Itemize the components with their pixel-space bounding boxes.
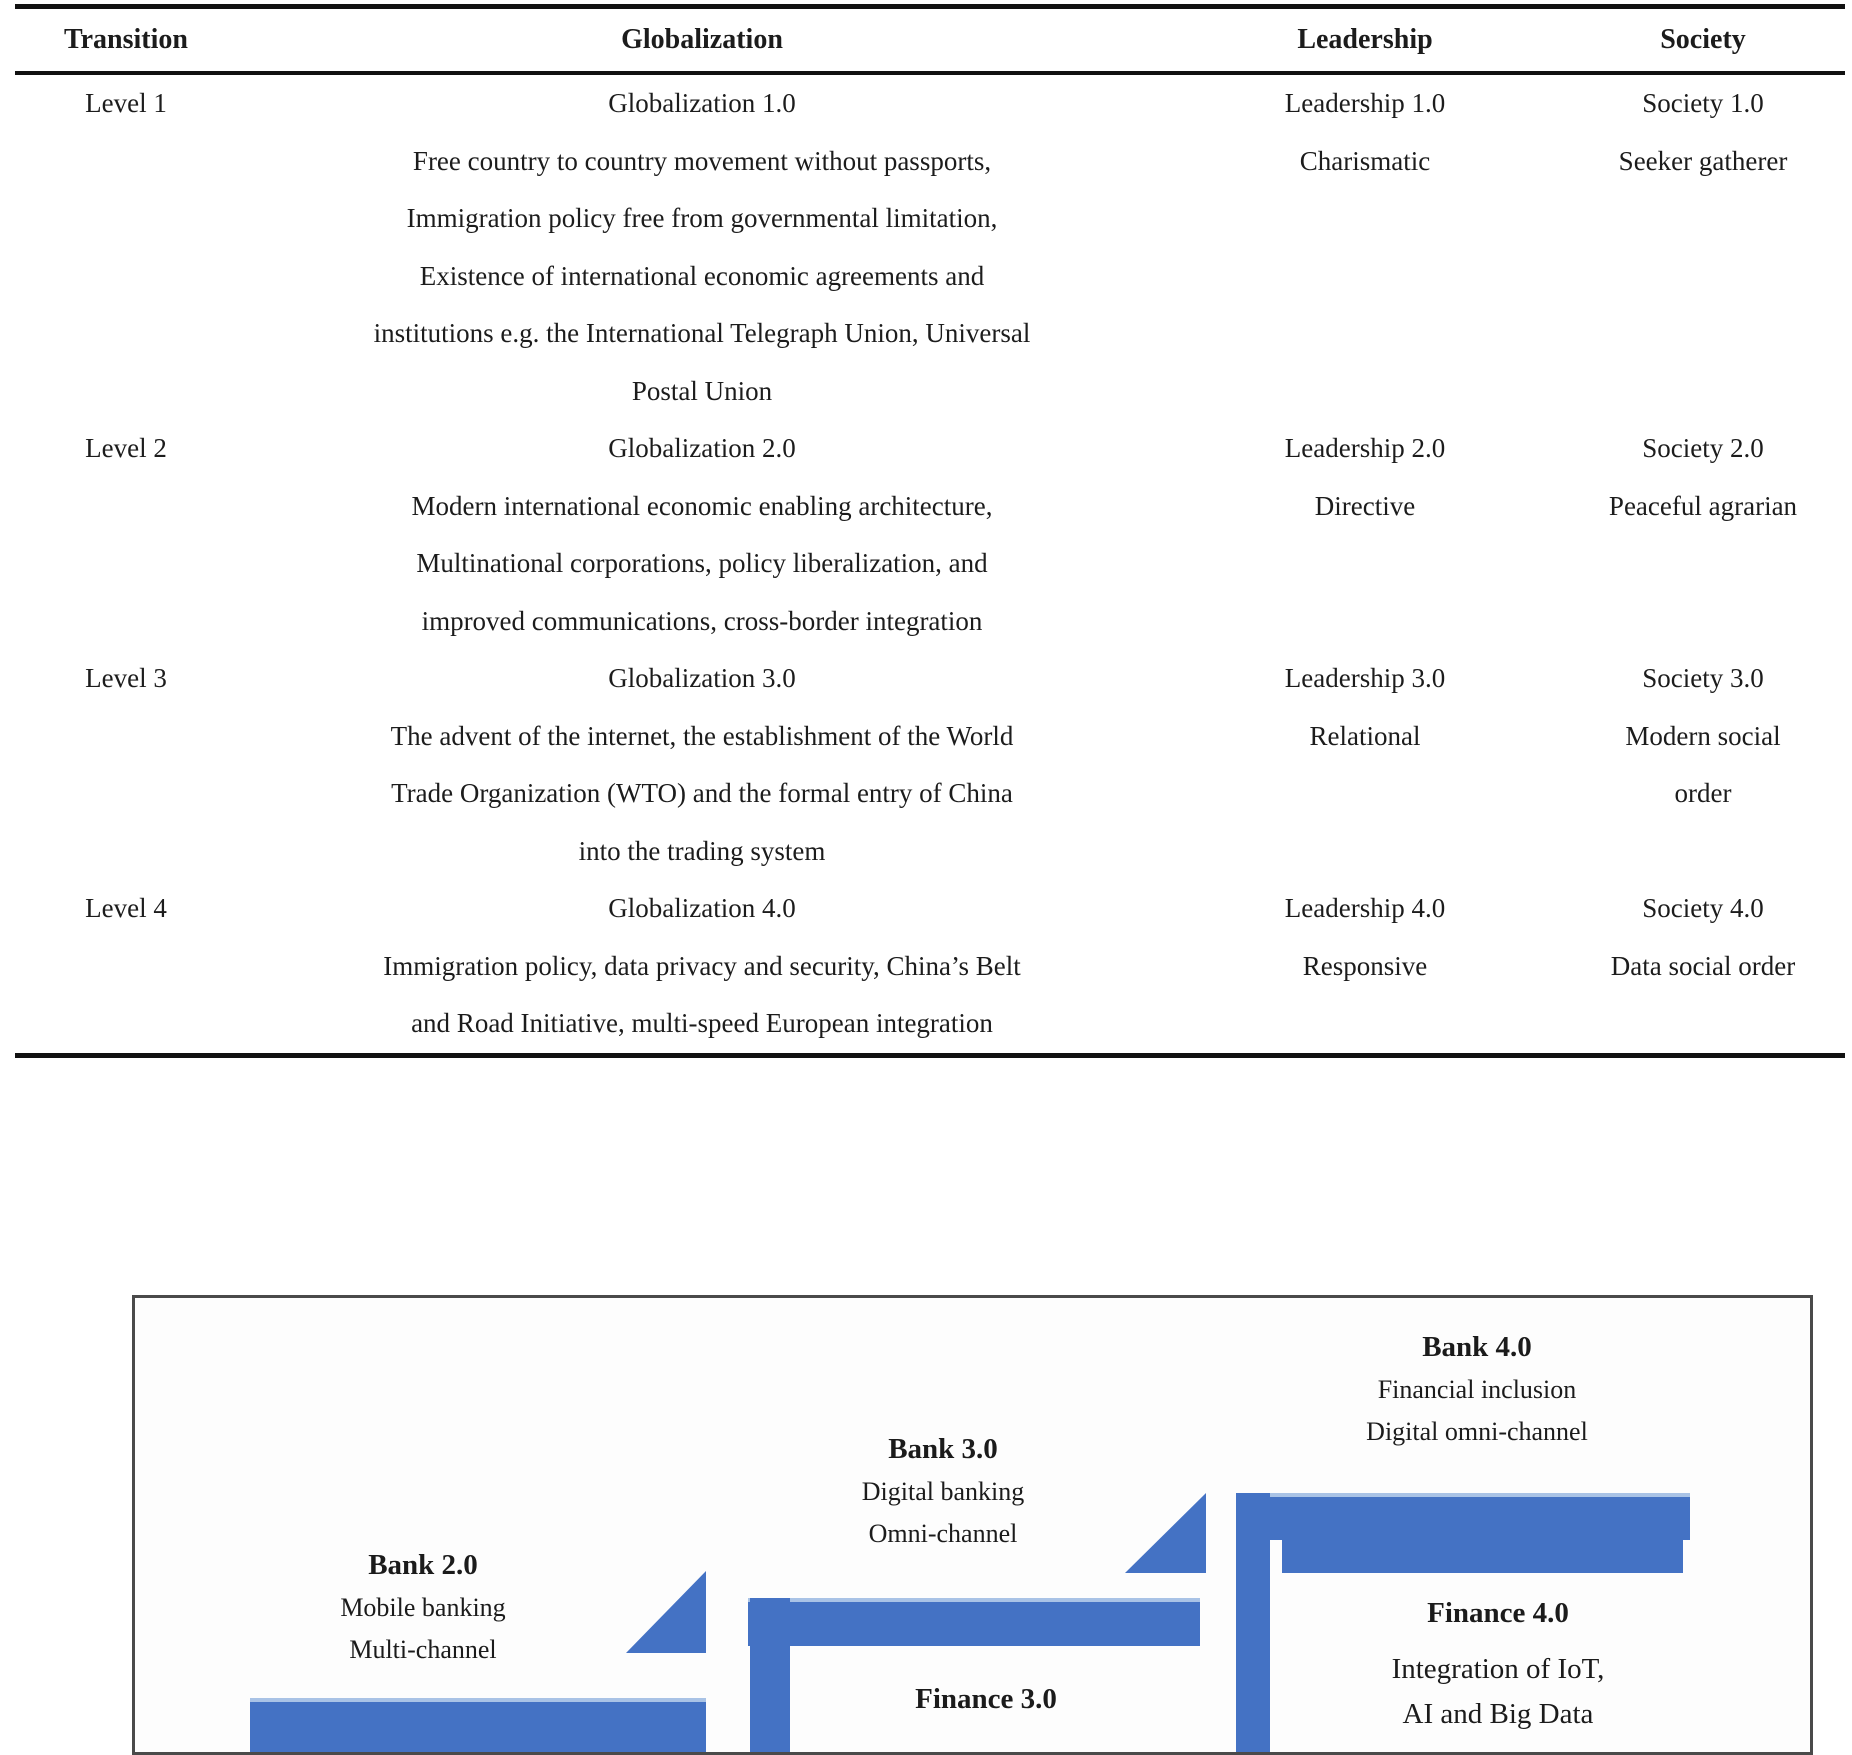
- header-globalization: Globalization: [621, 24, 783, 55]
- table-row: Level 1 Globalization 1.0 Leadership 1.0 So…: [15, 75, 1845, 133]
- cell-society: order: [1674, 778, 1732, 809]
- table-row: Level 2 Globalization 2.0 Leadership 2.0 So…: [15, 420, 1845, 478]
- table-bottom-rule: [15, 1052, 1845, 1058]
- cell-globalization: Multinational corporations, policy liber…: [416, 548, 988, 579]
- cell-society: Peaceful agrarian: [1608, 490, 1798, 521]
- step1-arrow-triangle: [626, 1571, 706, 1653]
- cell-society: Society 4.0: [1642, 893, 1764, 924]
- figure-label-finance-4: Finance 4.0 Integration of IoT, AI and B…: [1392, 1591, 1605, 1737]
- table-row: institutions e.g. the International Tele…: [15, 305, 1845, 363]
- bank4-title: Bank 4.0: [1422, 1331, 1532, 1363]
- step3-inner-bar: [1282, 1540, 1683, 1573]
- cell-globalization: Globalization 1.0: [608, 88, 796, 119]
- bank4-line1: Financial inclusion: [1377, 1375, 1577, 1404]
- cell-globalization: Postal Union: [631, 375, 773, 406]
- cell-leadership: Leadership 3.0: [1284, 663, 1446, 694]
- header-transition: Transition: [64, 24, 188, 55]
- bank4-line2: Digital omni-channel: [1366, 1417, 1588, 1446]
- bank-evolution-figure: Bank 2.0 Mobile banking Multi-channel Ba…: [132, 1295, 1813, 1755]
- step2-riser-bar: [750, 1598, 790, 1752]
- finance4-spacer: [1392, 1635, 1605, 1647]
- table-row: Immigration policy, data privacy and sec…: [15, 938, 1845, 996]
- table-row: Free country to country movement without…: [15, 133, 1845, 191]
- figure-label-finance-3: Finance 3.0: [915, 1677, 1057, 1721]
- table-row: into the trading system: [15, 823, 1845, 881]
- cell-globalization: improved communications, cross-border in…: [421, 605, 983, 636]
- finance4-line1: Integration of IoT,: [1391, 1653, 1605, 1685]
- cell-globalization: Trade Organization (WTO) and the formal …: [391, 778, 1013, 809]
- step1-tread-bar: [250, 1698, 706, 1752]
- cell-globalization: institutions e.g. the International Tele…: [373, 318, 1031, 349]
- cell-globalization: The advent of the internet, the establis…: [390, 720, 1014, 751]
- cell-globalization: Globalization 4.0: [608, 893, 796, 924]
- cell-globalization: Immigration policy free from governmenta…: [406, 203, 998, 234]
- finance3-title: Finance 3.0: [915, 1683, 1057, 1715]
- step3-tread-bar: [1236, 1493, 1690, 1540]
- header-divider-rule: [15, 71, 1845, 75]
- bank3-line2: Omni-channel: [868, 1519, 1018, 1548]
- cell-globalization: Globalization 2.0: [608, 433, 796, 464]
- table-row: Multinational corporations, policy liber…: [15, 535, 1845, 593]
- figure-label-bank-3: Bank 3.0 Digital banking Omni-channel: [862, 1427, 1024, 1555]
- cell-globalization: into the trading system: [578, 835, 826, 866]
- cell-leadership: Leadership 2.0: [1284, 433, 1446, 464]
- step2-arrow-triangle: [1125, 1493, 1206, 1573]
- table-row: Immigration policy free from governmenta…: [15, 190, 1845, 248]
- figure-label-bank-2: Bank 2.0 Mobile banking Multi-channel: [340, 1543, 505, 1671]
- cell-transition: Level 4: [85, 893, 167, 924]
- table-row: Postal Union: [15, 363, 1845, 421]
- header-society: Society: [1660, 24, 1746, 55]
- table-row: Existence of international economic agre…: [15, 248, 1845, 306]
- cell-leadership: Responsive: [1302, 950, 1428, 981]
- cell-transition: Level 1: [85, 88, 167, 119]
- step3-riser-bar: [1236, 1493, 1270, 1752]
- cell-leadership: Relational: [1309, 720, 1421, 751]
- cell-transition: Level 2: [85, 433, 167, 464]
- figure-label-bank-4: Bank 4.0 Financial inclusion Digital omn…: [1366, 1325, 1588, 1453]
- cell-society: Society 2.0: [1642, 433, 1764, 464]
- bank3-line1: Digital banking: [861, 1477, 1025, 1506]
- bank3-title: Bank 3.0: [888, 1433, 998, 1465]
- cell-society: Data social order: [1610, 950, 1796, 981]
- table-header-row: Transition Globalization Leadership Society: [15, 9, 1845, 71]
- table-row: Trade Organization (WTO) and the formal …: [15, 765, 1845, 823]
- bank2-title: Bank 2.0: [368, 1549, 478, 1581]
- cell-globalization: Modern international economic enabling a…: [411, 490, 993, 521]
- table-row: Level 3 Globalization 3.0 Leadership 3.0 So…: [15, 650, 1845, 708]
- cell-society: Seeker gatherer: [1618, 145, 1788, 176]
- header-leadership: Leadership: [1297, 24, 1433, 55]
- cell-leadership: Charismatic: [1299, 145, 1431, 176]
- cell-globalization: Globalization 3.0: [608, 663, 796, 694]
- cell-globalization: Existence of international economic agre…: [419, 260, 985, 291]
- step2-tread-bar: [748, 1598, 1200, 1646]
- cell-society: Society 1.0: [1642, 88, 1764, 119]
- cell-leadership: Directive: [1314, 490, 1416, 521]
- finance4-line2: AI and Big Data: [1402, 1698, 1594, 1730]
- bank2-line1: Mobile banking: [340, 1593, 506, 1622]
- cell-leadership: Leadership 1.0: [1284, 88, 1446, 119]
- table-row: and Road Initiative, multi-speed Europea…: [15, 995, 1845, 1053]
- finance4-title: Finance 4.0: [1427, 1597, 1569, 1629]
- cell-globalization: Free country to country movement without…: [412, 145, 992, 176]
- cell-globalization: and Road Initiative, multi-speed Europea…: [411, 1008, 993, 1039]
- cell-transition: Level 3: [85, 663, 167, 694]
- table-row: The advent of the internet, the establis…: [15, 708, 1845, 766]
- cell-society: Modern social: [1625, 720, 1781, 751]
- cell-society: Society 3.0: [1642, 663, 1764, 694]
- bank2-line2: Multi-channel: [349, 1635, 497, 1664]
- cell-globalization: Immigration policy, data privacy and sec…: [383, 950, 1021, 981]
- cell-leadership: Leadership 4.0: [1284, 893, 1446, 924]
- table-row: Level 4 Globalization 4.0 Leadership 4.0 So…: [15, 880, 1845, 938]
- table-row: improved communications, cross-border in…: [15, 593, 1845, 651]
- table-row: Modern international economic enabling a…: [15, 478, 1845, 536]
